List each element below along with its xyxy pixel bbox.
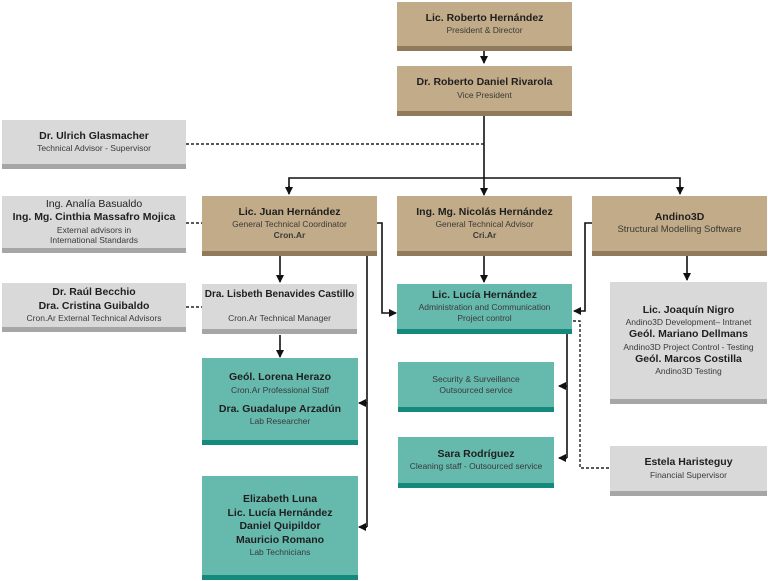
juan-role: General Technical Coordinator — [232, 219, 347, 230]
nicolas-role: General Technical Advisor — [435, 219, 534, 230]
security-role-1: Security & Surveillance — [432, 373, 520, 384]
financial-box: Estela Haristeguy Financial Supervisor — [610, 446, 767, 496]
staff-box: Geól. Lorena Herazo Cron.Ar Professional… — [202, 358, 358, 445]
external-advisors-box: Ing. Analía Basualdo Ing. Mg. Cinthia Ma… — [2, 196, 186, 253]
glasmacher-name: Dr. Ulrich Glasmacher — [39, 129, 149, 142]
team-member-name: Geól. Mariano Dellmans — [628, 328, 749, 341]
cleaning-name: Sara Rodríguez — [437, 447, 515, 460]
connector-juan-lucia — [377, 222, 397, 317]
financial-role: Financial Supervisor — [649, 469, 727, 480]
staff-name: Geól. Lorena Herazo — [228, 371, 332, 384]
lab-tech-name: Elizabeth Luna — [242, 493, 318, 506]
andino-team-box: Lic. Joaquín Nigro Andino3D Development–… — [610, 282, 767, 404]
lisbeth-box: Dra. Lisbeth Benavides Castillo Cron.Ar … — [202, 284, 357, 334]
juan-org: Cron.Ar — [273, 230, 306, 241]
lisbeth-role: Cron.Ar Technical Manager — [228, 312, 331, 323]
security-role-2: Outsourced service — [439, 384, 513, 395]
team-member-name: Geól. Marcos Costilla — [635, 352, 742, 365]
financial-name: Estela Haristeguy — [644, 456, 733, 469]
president-box: Lic. Roberto Hernández President & Direc… — [397, 2, 572, 51]
nicolas-name: Ing. Mg. Nicolás Hernández — [416, 205, 553, 218]
glasmacher-role: Technical Advisor - Supervisor — [37, 143, 151, 154]
staff-name: Dra. Guadalupe Arzadún — [218, 402, 342, 415]
lab-tech-name: Mauricio Romano — [235, 533, 325, 546]
lucia-admin-role-1: Administration and Communication — [418, 302, 551, 313]
lab-tech-role: Lab Technicians — [249, 546, 311, 557]
andino-name: Andino3D — [654, 210, 705, 223]
vice-president-box: Dr. Roberto Daniel Rivarola Vice Preside… — [397, 66, 572, 116]
connector-andino-lucia — [573, 222, 592, 315]
president-role: President & Director — [446, 25, 523, 36]
president-name: Lic. Roberto Hernández — [425, 11, 544, 24]
juan-name: Lic. Juan Hernández — [238, 205, 341, 218]
advisor-name-2: Ing. Mg. Cinthia Massafro Mojica — [12, 211, 176, 224]
cleaning-box: Sara Rodríguez Cleaning staff - Outsourc… — [398, 437, 554, 488]
team-member-role: Andino3D Testing — [655, 366, 722, 377]
advisor-role-2: International Standards — [50, 235, 138, 246]
lucia-admin-box: Lic. Lucía Hernández Administration and … — [397, 284, 572, 334]
technical-advisor-box: Dr. Ulrich Glasmacher Technical Advisor … — [2, 120, 186, 169]
advisor-role-1: External advisors in — [56, 224, 132, 235]
andino-box: Andino3D Structural Modelling Software — [592, 196, 767, 256]
andino-role: Structural Modelling Software — [617, 224, 742, 236]
becchio-name: Dr. Raúl Becchio — [52, 286, 136, 299]
team-member-role: Andino3D Project Control - Testing — [623, 341, 754, 352]
staff-role: Cron.Ar Professional Staff — [230, 384, 330, 395]
lucia-admin-name: Lic. Lucía Hernández — [431, 288, 538, 301]
lucia-admin-role-2: Project control — [457, 313, 512, 324]
lab-technicians-box: Elizabeth Luna Lic. Lucía Hernández Dani… — [202, 476, 358, 580]
nicolas-org: Cri.Ar — [472, 230, 497, 241]
guibaldo-name: Dra. Cristina Guibaldo — [38, 299, 150, 312]
dashed-lucia-financial — [573, 320, 611, 469]
team-member-name: Lic. Joaquín Nigro — [642, 304, 735, 317]
cronar-external-role: Cron.Ar External Technical Advisors — [26, 313, 162, 323]
team-member-role: Andino3D Development– Intranet — [625, 317, 752, 328]
cleaning-role: Cleaning staff - Outsourced service — [409, 461, 543, 472]
staff-role: Lab Researcher — [249, 415, 311, 426]
connector-branch — [288, 177, 681, 193]
lab-tech-name: Lic. Lucía Hernández — [227, 506, 333, 519]
lisbeth-name: Dra. Lisbeth Benavides Castillo — [204, 289, 355, 301]
vp-name: Dr. Roberto Daniel Rivarola — [416, 76, 553, 89]
advisor-name-1: Ing. Analía Basualdo — [45, 197, 143, 210]
lab-tech-name: Daniel Quipildor — [239, 520, 321, 533]
nicolas-box: Ing. Mg. Nicolás Hernández General Techn… — [397, 196, 572, 256]
security-box: Security & Surveillance Outsourced servi… — [398, 362, 554, 412]
vp-role: Vice President — [457, 89, 512, 100]
juan-box: Lic. Juan Hernández General Technical Co… — [202, 196, 377, 256]
cronar-external-box: Dr. Raúl Becchio Dra. Cristina Guibaldo … — [2, 283, 186, 332]
